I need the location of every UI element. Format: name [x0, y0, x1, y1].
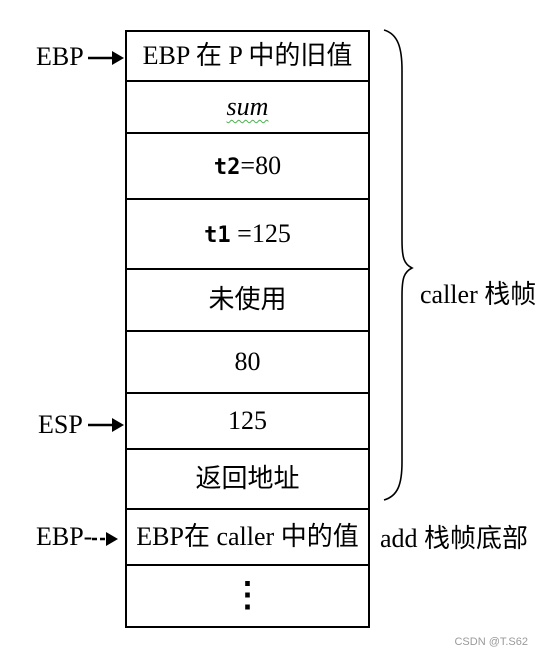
curly-brace-icon [383, 29, 414, 501]
cell-var-name: t2 [213, 155, 241, 180]
cell-text: t2=80 [214, 153, 281, 179]
dashed-arrow-icon [92, 532, 118, 546]
cell-var-name: t1 [204, 223, 231, 248]
stack-cell-unused: 未使用 [125, 268, 370, 332]
cell-text: 80 [234, 347, 261, 376]
cell-text: t1 =125 [204, 221, 291, 247]
pointer-label-esp: ESP [38, 410, 83, 439]
stack-cell-old-ebp: EBP 在 P 中的旧值 [125, 30, 370, 82]
cell-text: sum [226, 92, 269, 121]
stack-cell-ellipsis: ⋮ [125, 564, 370, 628]
stack-cell-t1: t1 =125 [125, 198, 370, 270]
cell-text: 125 [228, 406, 267, 435]
cell-var-value: =80 [240, 151, 282, 180]
stack-cell-t2: t2=80 [125, 132, 370, 200]
cell-text: ⋮ [230, 577, 265, 614]
cell-text: 返回地址 [195, 464, 300, 493]
caller-frame-label: caller 栈帧 [420, 280, 537, 309]
pointer-label-ebp-bottom: EBP- [36, 522, 93, 551]
stack-cell-arg-80: 80 [125, 330, 370, 394]
cell-text: 未使用 [208, 285, 287, 314]
stack-cell-caller-ebp: EBP在 caller 中的值 [125, 508, 370, 566]
add-frame-bottom-label: add 栈帧底部 [380, 524, 529, 553]
stack-cell-sum: sum [125, 80, 370, 134]
stack-cell-arg-125: 125 [125, 392, 370, 450]
stack-cell-return-address: 返回地址 [125, 448, 370, 510]
pointer-label-ebp-top: EBP [36, 42, 84, 71]
cell-text: EBP 在 P 中的旧值 [142, 41, 353, 70]
arrow-icon [88, 51, 124, 65]
watermark: CSDN @T.S62 [454, 636, 528, 648]
arrow-icon [88, 418, 124, 432]
cell-text: EBP在 caller 中的值 [136, 522, 359, 551]
cell-var-value: =125 [230, 219, 291, 248]
